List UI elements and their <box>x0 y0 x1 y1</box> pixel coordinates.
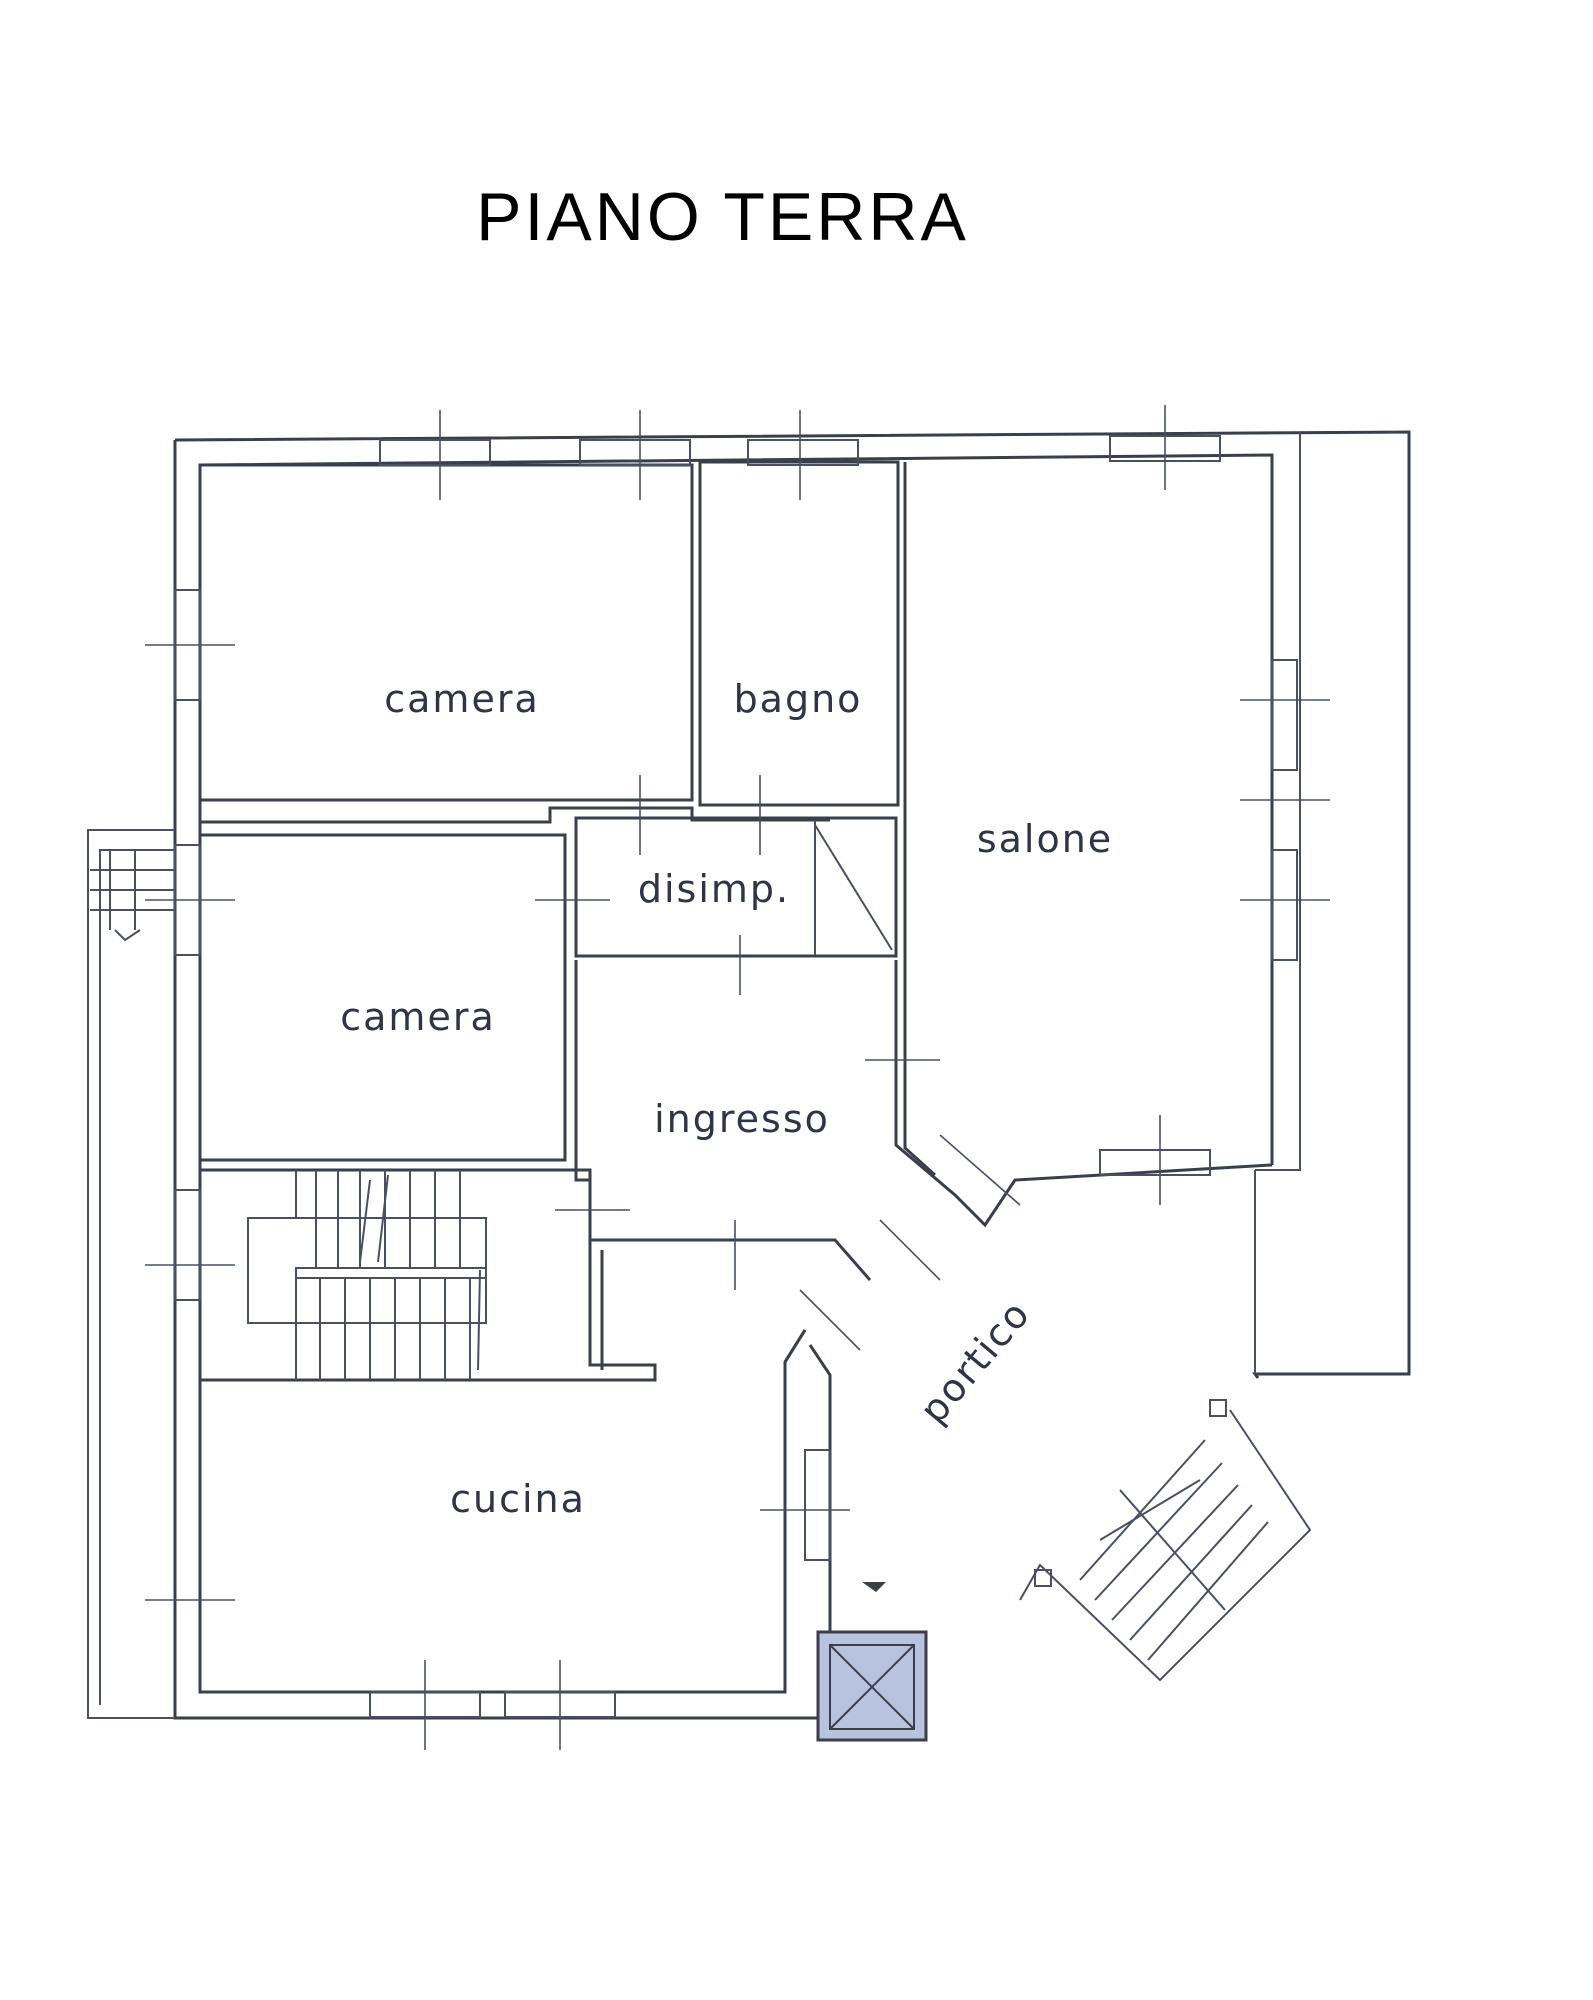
room-label-camera-1: camera <box>384 677 539 721</box>
room-label-camera-2: camera <box>340 995 495 1039</box>
room-label-ingresso: ingresso <box>654 1097 830 1141</box>
interior-walls <box>198 460 1273 1625</box>
shaft <box>816 1630 928 1742</box>
room-label-portico: portico <box>911 1291 1039 1432</box>
plan-title: PIANO TERRA <box>476 179 969 255</box>
left-walkway <box>87 829 175 1719</box>
outer-walls <box>173 430 1411 1720</box>
entrance-arrow-icon <box>862 1582 886 1592</box>
closet <box>814 820 893 955</box>
external-staircase <box>1019 1399 1312 1682</box>
room-label-cucina: cucina <box>450 1477 586 1521</box>
room-label-salone: salone <box>977 817 1113 861</box>
room-label-disimp: disimp. <box>638 867 790 911</box>
room-label-bagno: bagno <box>734 677 863 721</box>
interior-staircase <box>247 1170 487 1380</box>
crosshair-markers <box>145 405 1330 1750</box>
